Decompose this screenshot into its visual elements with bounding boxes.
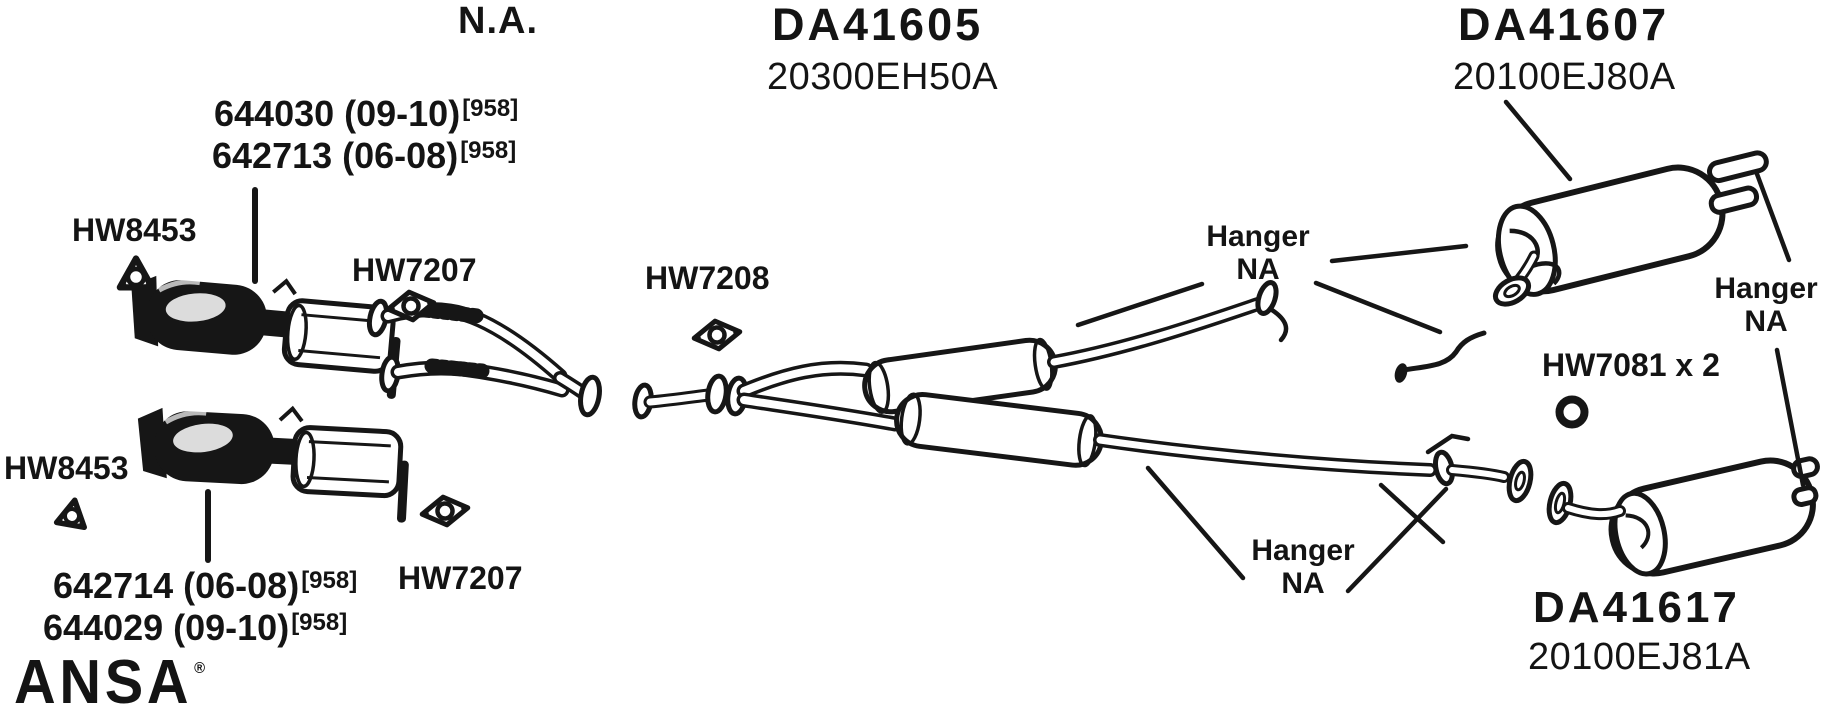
tailpipe-lower [1093, 433, 1534, 504]
brand-logo-ansa: ANSA® [14, 652, 205, 714]
gasket-icon-hw7081 [1555, 395, 1589, 429]
gasket-icon-hw8453-bottom [57, 498, 89, 528]
front-pipe-lower-label-line2: 644029 (09-10)[958] [43, 610, 347, 646]
tailpipe-upper [1047, 280, 1289, 369]
hardware-label-hw7081: HW7081 x 2 [1542, 347, 1720, 383]
front-pipe-lower-label-line1: 642714 (06-08)[958] [53, 568, 357, 604]
hardware-label-hw7207-top: HW7207 [352, 252, 477, 288]
label-na: N.A. [458, 0, 538, 42]
hanger-line1: Hanger [1714, 272, 1818, 305]
part-number: 642714 (06-08) [53, 565, 300, 606]
muffler-bottom [1546, 456, 1820, 577]
hardware-label-hw7207-bottom: HW7207 [398, 560, 523, 596]
part-label-da41605: DA41605 [772, 0, 984, 50]
hanger-label-right: Hanger NA [1696, 272, 1830, 338]
footnote-ref: [958] [462, 95, 519, 122]
hanger-label-top: Hanger NA [1188, 220, 1328, 286]
part-number: 644029 (09-10) [43, 607, 290, 648]
gasket-icon-hw8453-top [120, 259, 152, 288]
gasket-icon-hw7208 [692, 318, 741, 352]
registered-trademark-icon: ® [194, 660, 206, 677]
front-pipe-upper-label-line1: 644030 (09-10)[958] [214, 96, 518, 132]
brand-logo-text: ANSA [14, 648, 193, 714]
footnote-ref: [958] [291, 609, 348, 636]
hanger-line2: NA [1744, 305, 1788, 338]
footnote-ref: [958] [460, 137, 517, 164]
front-pipe-upper-label-line2: 642713 (06-08)[958] [212, 138, 516, 174]
center-y-pipe [632, 360, 903, 432]
hardware-label-hw8453-top: HW8453 [72, 212, 197, 248]
muffler-top [1394, 150, 1769, 383]
front-cat-assembly-lower [133, 401, 411, 523]
oem-label-20100ej80a: 20100EJ80A [1453, 56, 1676, 98]
part-label-da41607: DA41607 [1458, 0, 1670, 50]
oem-label-20300eh50a: 20300EH50A [767, 56, 999, 98]
leader-lines [205, 99, 1806, 594]
hanger-line2: NA [1281, 567, 1325, 600]
hanger-label-bottom: Hanger NA [1233, 534, 1373, 600]
hardware-label-hw7208: HW7208 [645, 260, 770, 296]
part-label-da41617: DA41617 [1533, 583, 1740, 632]
footnote-ref: [958] [301, 567, 358, 594]
oem-label-20100ej81a: 20100EJ81A [1528, 636, 1751, 678]
resonator-lower [894, 391, 1104, 468]
part-number: 644030 (09-10) [214, 93, 461, 134]
hanger-line1: Hanger [1251, 534, 1355, 567]
hanger-line2: NA [1236, 253, 1280, 286]
hardware-label-hw8453-bottom: HW8453 [4, 450, 129, 486]
part-number: 642713 (06-08) [212, 135, 459, 176]
gasket-icon-hw7207-bottom [420, 494, 469, 528]
hanger-line1: Hanger [1206, 220, 1310, 253]
